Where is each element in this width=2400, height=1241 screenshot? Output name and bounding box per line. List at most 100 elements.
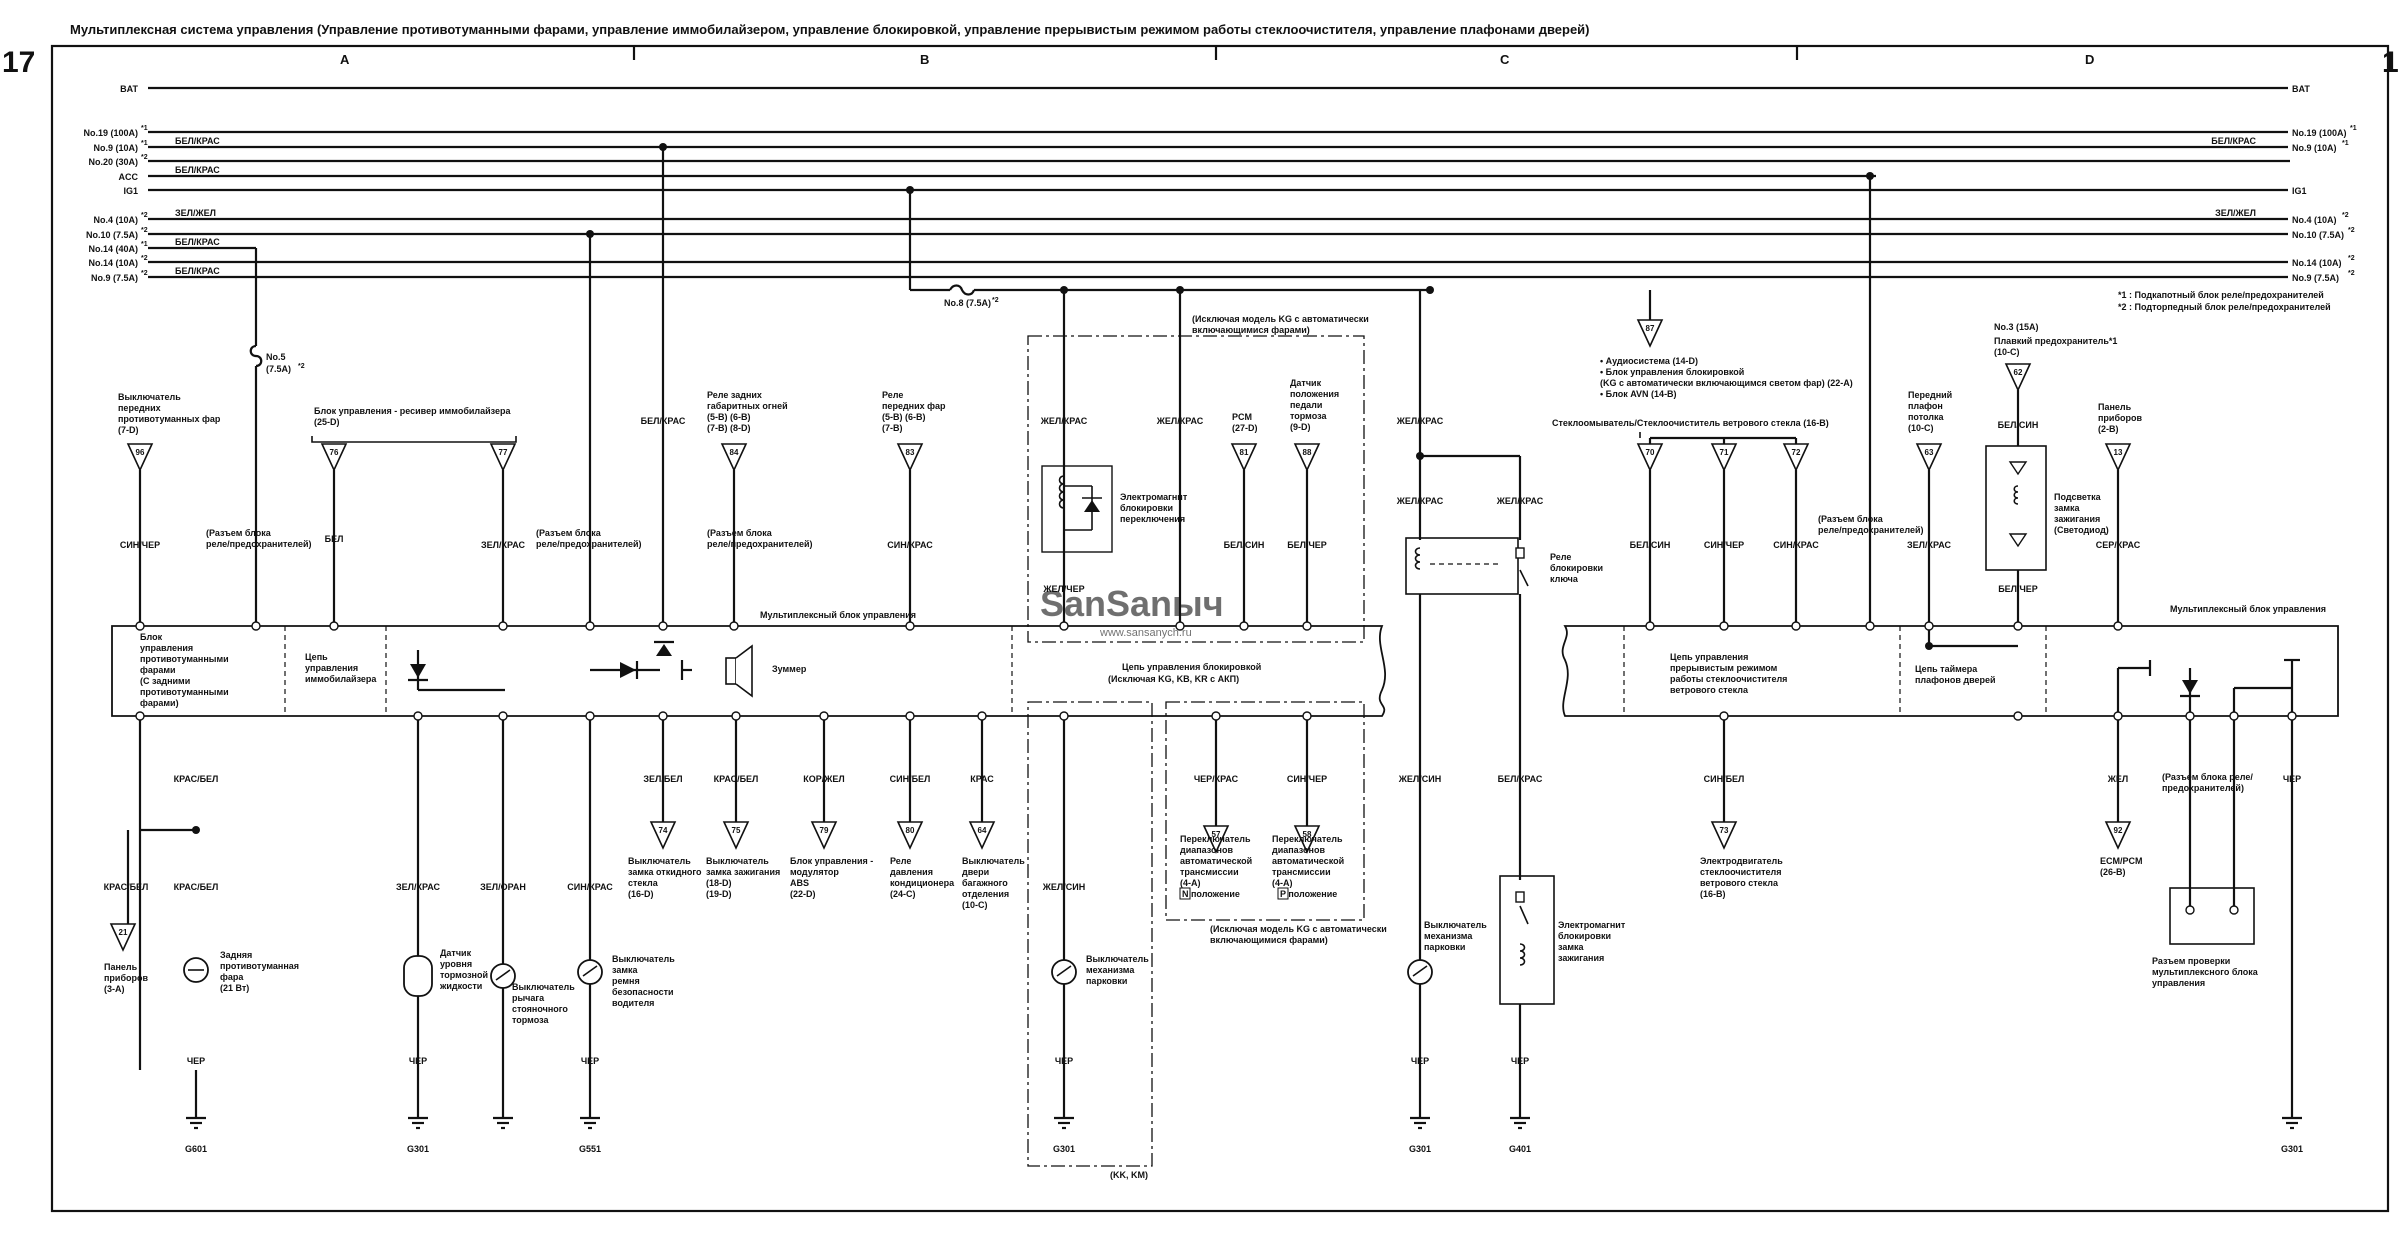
ecm-pcm-label: ECM/PCM (26-B) [2100,856,2143,877]
svg-text:приборов: приборов [2098,413,2143,423]
svg-text:Панель: Панель [104,962,138,972]
ground-symbols [186,1070,2302,1130]
wire-color: ЗЕЛ/ЖЕЛ [175,208,216,218]
svg-text:автоматической: автоматической [1180,856,1252,866]
svg-text:противотуманная: противотуманная [220,961,299,971]
rail-superscript: *2 [141,255,148,262]
wire-color: СЕР/КРАС [2096,540,2141,550]
svg-text:(Разъем блока: (Разъем блока [206,528,272,538]
tail-light-relay-label: Реле задних габаритных огней (5-B) (6-B)… [707,390,788,433]
svg-text:P положение: P положение [1280,889,1337,899]
fuse-no5-label: No.5 (7.5A) *2 [266,352,305,374]
svg-text:PCM: PCM [1232,412,1252,422]
wire-color: СИН/БЕЛ [890,774,931,784]
ground-icon [408,1070,428,1130]
svg-text:багажного: багажного [962,878,1008,888]
svg-text:Переключатель: Переключатель [1272,834,1343,844]
svg-text:Плавкий предохранитель*1: Плавкий предохранитель*1 [1994,336,2117,346]
svg-text:Выключатель: Выключатель [612,954,675,964]
power-rails [148,86,2290,279]
connector-64: 64 [978,826,987,835]
svg-text:блокировки: блокировки [1558,931,1611,941]
wire-color: ЖЕЛ/КРАС [1040,416,1088,426]
ground-icon [1054,1070,1074,1130]
svg-text:(7-D): (7-D) [118,425,139,435]
svg-text:мультиплексного блока: мультиплексного блока [2152,967,2259,977]
ground-icon [580,1070,600,1130]
wire-color: ЧЕР [1411,1056,1429,1066]
wire-color: БЕЛ/КРАС [2211,136,2256,146]
wire-color: ЖЕЛ/КРАС [1496,496,1544,506]
ground-icon [2282,1070,2302,1130]
svg-text:переключения: переключения [1120,514,1185,524]
connector-13: 13 [2114,448,2123,457]
svg-text:Цепь таймера: Цепь таймера [1915,664,1978,674]
wire-color: БЕЛ/ЧЕР [1998,584,2038,594]
rail-superscript: *2 [2348,227,2355,234]
connector-72: 72 [1792,448,1801,457]
svg-text:приборов: приборов [104,973,149,983]
svg-text:прерывистым режимом: прерывистым режимом [1670,663,1778,673]
svg-text:диапазонов: диапазонов [1180,845,1233,855]
rail-superscript: *2 [141,212,148,219]
svg-text:(21 Вт): (21 Вт) [220,983,249,993]
rail-label: No.20 (30A) [88,157,138,167]
svg-text:ветрового стекла: ветрового стекла [1700,878,1779,888]
svg-text:реле/предохранителей): реле/предохранителей) [1818,525,1924,535]
svg-text:включающимися фарами): включающимися фарами) [1192,325,1310,335]
connector-81: 81 [1240,448,1249,457]
wire-color-labels: СИН/ЧЕР БЕЛ ЗЕЛ/КРАС БЕЛ/КРАС СИН/КРАС Ж… [104,416,2302,1066]
svg-text:(22-D): (22-D) [790,889,816,899]
wire-color: БЕЛ/КРАС [175,266,220,276]
section-c-label: C [1500,52,1510,67]
svg-text:(7-B): (7-B) [882,423,903,433]
park-switch-label-1: Выключатель механизма парковки [1086,954,1149,986]
fuse-box-connector-label-4: (Разъем блока реле/предохранителей) [1818,514,1924,535]
wire-color: ЗЕЛ/ОРАН [480,882,526,892]
rail-labels-left: BAT No.19 (100A) No.9 (10A) No.20 (30A) … [83,84,138,283]
wire-color: КРАС/БЕЛ [174,882,219,892]
svg-text:противотуманными: противотуманными [140,654,229,664]
fog-switch-label: Выключатель передних противотуманных фар… [118,392,221,435]
fuse-box-connector-label-5: (Разъем блока реле/ предохранителей) [2162,772,2253,793]
svg-text:(4-A): (4-A) [1272,878,1293,888]
connector-62: 62 [2014,368,2023,377]
diagram-title: Мультиплексная система управления (Управ… [70,22,1590,37]
svg-text:No.3 (15A): No.3 (15A) [1994,322,2039,332]
section-a-dots [135,143,668,834]
wire-color: СИН/ЧЕР [1287,774,1327,784]
rail-superscripts-right: *1 *1 *2 *2 *2 *2 [2342,125,2357,277]
rail-superscript: *1 [2342,140,2349,147]
wire-color: ЖЕЛ/СИН [1042,882,1085,892]
svg-text:(7.5A): (7.5A) [266,364,291,374]
park-switch-icon-2 [1407,959,1433,985]
fog-unit-label: Блок управления противотуманными фарами … [140,632,229,708]
svg-text:фара: фара [220,972,244,982]
svg-text:• Блок AVN (14-B): • Блок AVN (14-B) [1600,389,1677,399]
rail-superscript: *2 [2348,270,2355,277]
svg-text:Переключатель: Переключатель [1180,834,1251,844]
rail-superscript: *2 [2342,212,2349,219]
svg-text:Передний: Передний [1908,390,1952,400]
svg-text:реле/предохранителей): реле/предохранителей) [536,539,642,549]
section-b-label: B [920,52,929,67]
ground-label: G301 [407,1144,429,1154]
connector-77: 77 [499,448,508,457]
connector-83: 83 [906,448,915,457]
wire-color: ЖЕЛ/ЧЕР [1042,584,1084,594]
svg-text:включающимися фарами): включающимися фарами) [1210,935,1328,945]
rail-label: No.9 (7.5A) [91,273,138,283]
svg-text:замка зажигания: замка зажигания [706,867,780,877]
connector-71: 71 [1720,448,1729,457]
svg-text:трансмиссии: трансмиссии [1180,867,1239,877]
rail-superscripts-left: *1 *1 *2 *2 *2 *1 *2 *2 [141,125,148,277]
component-labels-top: Выключатель передних противотуманных фар… [118,314,2143,584]
svg-text:(Разъем блока реле/: (Разъем блока реле/ [2162,772,2253,782]
connector-21: 21 [119,928,128,937]
parking-brake-switch-label: Выключатель рычага стояночного тормоза [512,982,575,1025]
svg-text:N положение: N положение [1182,889,1240,899]
lock-circuit-label: Цепь управления блокировкой (Исключая KG… [1108,662,1261,684]
svg-text:Разъем проверки: Разъем проверки [2152,956,2230,966]
svg-text:Подсветка: Подсветка [2054,492,2102,502]
svg-text:(Исключая модель KG с автомати: (Исключая модель KG с автоматически [1192,314,1369,324]
